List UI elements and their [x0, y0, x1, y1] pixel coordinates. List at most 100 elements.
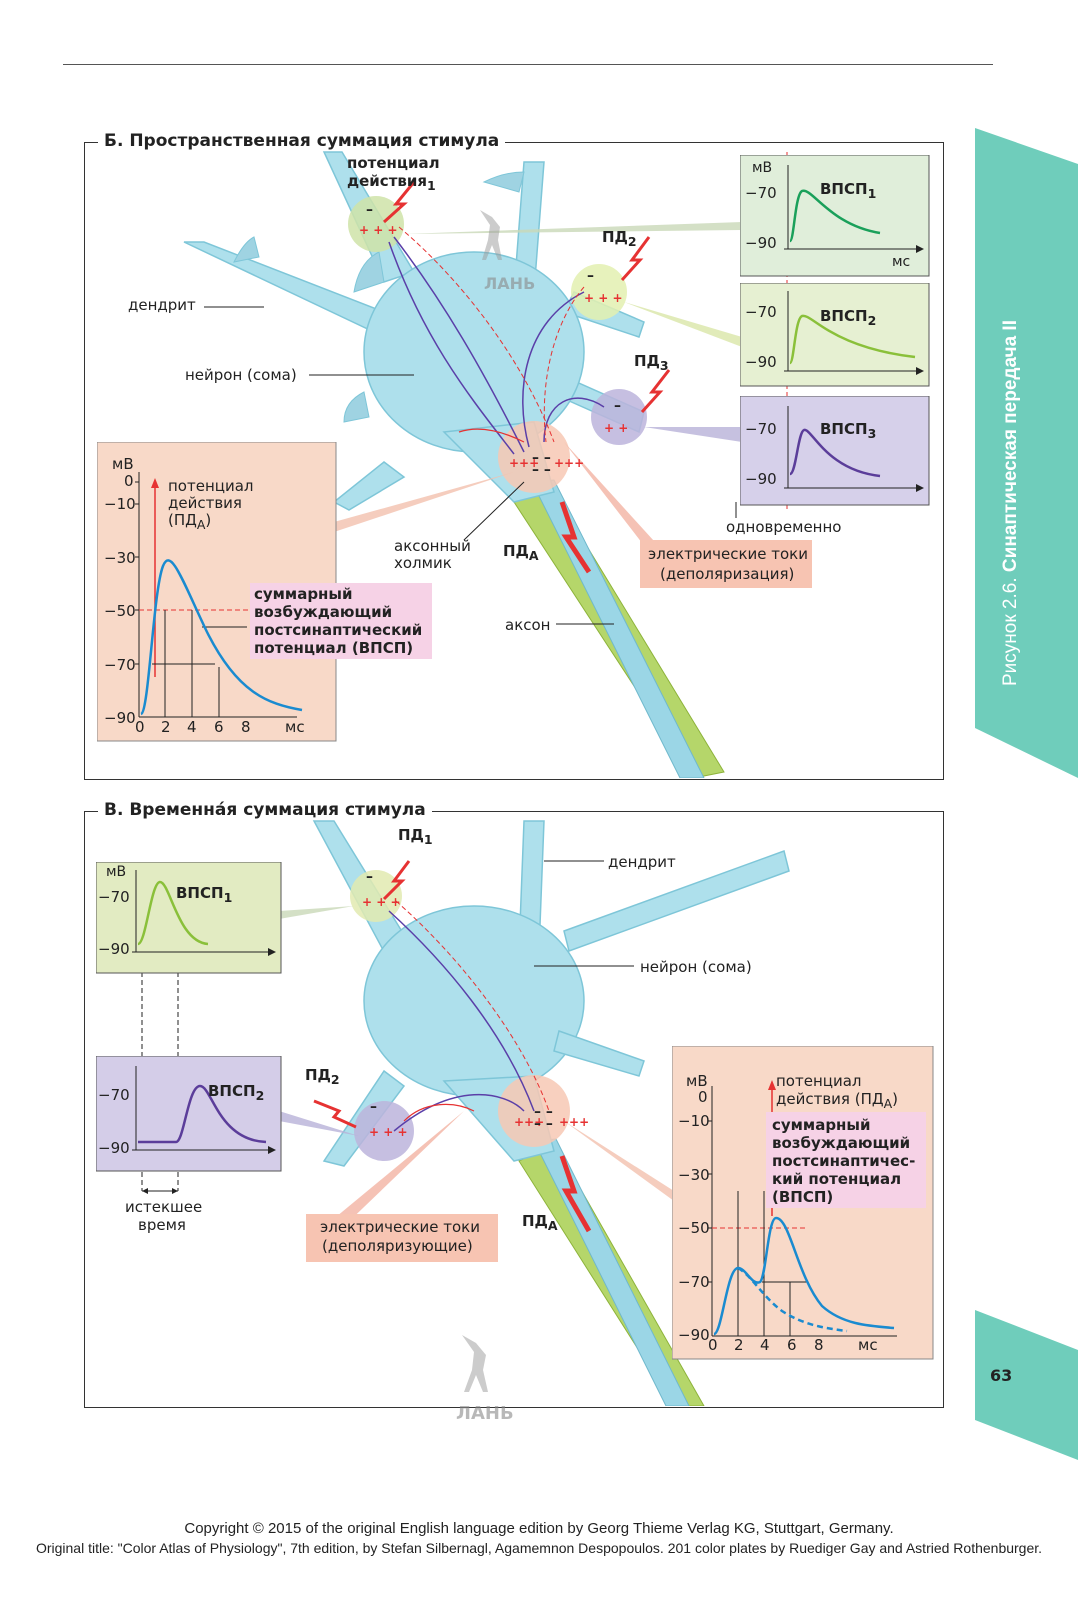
svg-text:–: – [366, 869, 373, 885]
svg-text:–: – [614, 398, 621, 414]
v-label-soma: нейрон (сома) [640, 958, 752, 976]
currents-box [640, 540, 812, 588]
v-synapse-1 [350, 870, 402, 922]
v-g1-ytop: −70 [98, 888, 130, 906]
label-simultaneous: одновременно [726, 518, 842, 536]
header-rule [63, 64, 993, 65]
page-number: 63 [990, 1366, 1013, 1385]
b-big-ytick-1: −10 [104, 495, 136, 513]
v-big-ytick-0: 0 [698, 1088, 708, 1106]
b-big-xtick-2: 4 [187, 718, 197, 736]
panel-v-title: В. Временна́я суммация стимула [98, 800, 432, 820]
v-big-ap-1: потенциал [776, 1072, 862, 1090]
v-label-ap1: ПД1 [398, 826, 433, 847]
label-ap2: ПД2 [602, 228, 637, 249]
b-g3-name: ВПСП3 [820, 420, 877, 441]
svg-text:– –: – – [532, 462, 551, 478]
caption-prefix: Рисунок 2.6. [1000, 577, 1021, 686]
b-epsp-4: потенциал (ВПСП) [254, 639, 414, 657]
synapse-2 [571, 264, 627, 320]
b-big-xtick-0: 0 [135, 718, 145, 736]
b-g1-xlabel: мс [892, 254, 911, 270]
panel-v [84, 811, 944, 1408]
v-big-ytick-5: −90 [678, 1326, 710, 1344]
b-big-xtick-3: 6 [214, 718, 224, 736]
panel-b-drawing: + + ++ + ++ + ++++++ ––– – –– – [183, 151, 788, 778]
v-synapse-2 [354, 1101, 414, 1161]
v-big-xunit: мс [858, 1336, 878, 1354]
label-hillock-2: холмик [394, 554, 452, 572]
svg-text:–: – [587, 268, 594, 284]
b-epsp-1: суммарный [254, 585, 353, 603]
v-epsp-5: (ВПСП) [772, 1188, 834, 1206]
svg-text:–: – [366, 202, 373, 218]
v-g1-name: ВПСП1 [176, 884, 233, 905]
svg-text:+ + +: + + + [369, 1125, 408, 1139]
v-g1-ylabel: мВ [106, 864, 127, 880]
b-big-xtick-1: 2 [161, 718, 171, 736]
graph-v-epsp2 [96, 1056, 282, 1172]
label-axon: аксон [505, 616, 551, 634]
deer-logo-1 [480, 210, 502, 260]
v-label-elapsed-2: время [138, 1216, 186, 1234]
b-big-ap-3: (ПДА) [168, 511, 212, 532]
graph-b-epsp1 [740, 155, 930, 277]
label-currents-2: (деполяризация) [660, 565, 795, 583]
svg-text:+++: +++ [559, 1115, 589, 1129]
b-big-ytick-2: −30 [104, 549, 136, 567]
b-big-xunit: мс [285, 718, 305, 736]
svg-text:+ + +: + + + [584, 291, 623, 305]
v-label-elapsed-1: истекшее [125, 1198, 203, 1216]
graph-b-epsp3 [740, 396, 930, 506]
hillock-circle [498, 421, 570, 493]
b-g2-name: ВПСП2 [820, 307, 877, 328]
synapse-3 [591, 389, 647, 445]
v-big-ytick-1: −10 [678, 1112, 710, 1130]
label-ap1-line2: действия1 [347, 172, 436, 193]
v-big-ytick-3: −50 [678, 1219, 710, 1237]
watermark-1: ЛАНЬ [484, 274, 536, 293]
svg-text:+++: +++ [509, 456, 539, 470]
panel-v-drawing: + + ++ + + ++++++ ––– –– – [141, 820, 790, 1406]
b-epsp-2: возбуждающий [254, 603, 393, 621]
b-big-ytick-4: −70 [104, 656, 136, 674]
v-big-xtick-0: 0 [708, 1336, 718, 1354]
v-big-ap-2: действия (ПДА) [776, 1090, 898, 1111]
v-label-apa: ПДА [522, 1212, 558, 1233]
side-tab [975, 128, 1078, 778]
b-g3-ytop: −70 [745, 420, 777, 438]
graph-v-epsp1 [96, 862, 282, 974]
panel-b-title: Б. Пространственная суммация стимула [98, 131, 506, 151]
label-dendrite: дендрит [128, 296, 196, 314]
v-g2-name: ВПСП2 [208, 1082, 265, 1103]
svg-text:– –: – – [532, 450, 551, 466]
label-ap3: ПД3 [634, 352, 669, 373]
label-hillock-1: аксонный [394, 537, 471, 555]
v-big-xtick-1: 2 [734, 1336, 744, 1354]
v-label-ap2: ПД2 [305, 1066, 340, 1087]
b-big-ytick-5: −90 [104, 709, 136, 727]
b-big-ytick-0: 0 [124, 472, 134, 490]
b-g1-ylabel: мВ [752, 160, 773, 176]
v-epsp-4: кий потенциал [772, 1170, 902, 1188]
v-epsp-3: постсинаптичес- [772, 1152, 916, 1170]
figure-caption: Рисунок 2.6. Синаптическая передача II [1000, 320, 1022, 686]
svg-text:+++: +++ [554, 456, 584, 470]
svg-text:+ +: + + [604, 421, 628, 435]
b-epsp-3: постсинаптический [254, 621, 423, 639]
v-big-xtick-4: 8 [814, 1336, 824, 1354]
v-epsp-box [766, 1112, 926, 1208]
deer-logo-2 [462, 1335, 488, 1392]
b-g1-ybottom: −90 [745, 234, 777, 252]
b-g2-ybottom: −90 [745, 353, 777, 371]
b-big-xtick-4: 8 [241, 718, 251, 736]
caption-title: Синаптическая передача II [1000, 320, 1021, 573]
v-currents-box [306, 1214, 498, 1262]
b-g3-ybottom: −90 [745, 470, 777, 488]
v-big-ytick-2: −30 [678, 1166, 710, 1184]
b-g1-ytop: −70 [745, 184, 777, 202]
panel-b [84, 142, 944, 780]
v-epsp-2: возбуждающий [772, 1134, 911, 1152]
footer-line-2: Original title: "Color Atlas of Physiolo… [35, 1540, 1043, 1556]
footer-line-1: Copyright © 2015 of the original English… [184, 1520, 894, 1537]
